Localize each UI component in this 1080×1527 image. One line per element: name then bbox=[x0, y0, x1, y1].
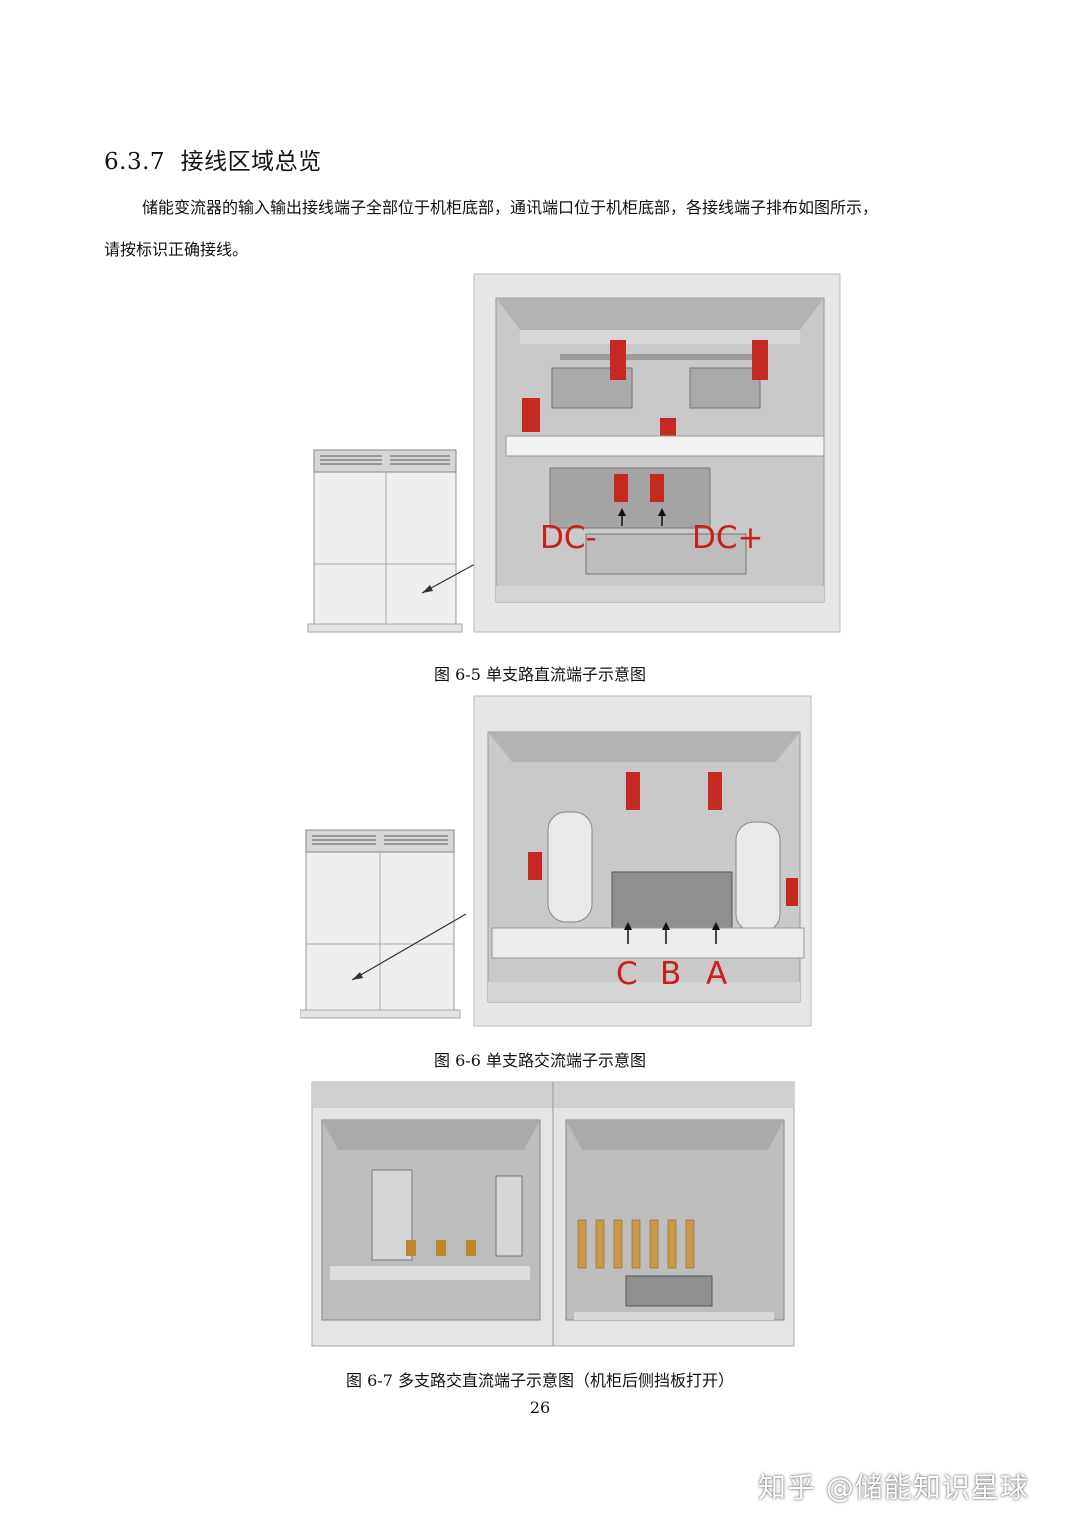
figure-6-6-image: C B A bbox=[300, 695, 812, 1027]
figure-6-6-caption: 图 6-6 单支路交流端子示意图 bbox=[434, 1051, 646, 1070]
figure-6-7-image bbox=[311, 1081, 795, 1347]
phase-b-label: B bbox=[660, 956, 681, 992]
phase-a-label: A bbox=[706, 956, 727, 992]
figure-6-5-caption: 图 6-5 单支路直流端子示意图 bbox=[434, 665, 646, 684]
small-cabinet-illustration bbox=[307, 449, 463, 633]
paragraph-1: 储能变流器的输入输出接线端子全部位于机柜底部，通讯端口位于机柜底部，各接线端子排… bbox=[142, 198, 879, 217]
multi-branch-cabinet-view bbox=[311, 1081, 795, 1347]
watermark: 知乎 @储能知识星球 bbox=[758, 1471, 1029, 1504]
phase-c-label: C bbox=[616, 956, 638, 992]
small-cabinet-illustration bbox=[300, 829, 461, 1019]
dc-minus-label: DC- bbox=[540, 520, 597, 556]
section-heading: 6.3.7 接线区域总览 bbox=[104, 142, 322, 176]
paragraph-2: 请按标识正确接线。 bbox=[104, 240, 249, 259]
figure-6-5-image: DC- DC+ bbox=[307, 273, 841, 633]
pointer-arrowhead bbox=[352, 972, 363, 980]
section-title: 接线区域总览 bbox=[180, 149, 322, 175]
ac-terminal-interior-view bbox=[473, 695, 812, 1027]
section-number: 6.3.7 bbox=[104, 149, 166, 175]
pointer-arrow bbox=[351, 913, 467, 981]
figure-6-7-caption: 图 6-7 多支路交直流端子示意图（机柜后侧挡板打开） bbox=[346, 1371, 734, 1390]
dc-terminal-interior-view bbox=[473, 273, 841, 633]
dc-plus-label: DC+ bbox=[692, 520, 764, 556]
page-number: 26 bbox=[529, 1398, 551, 1417]
pointer-arrowhead bbox=[422, 585, 433, 593]
